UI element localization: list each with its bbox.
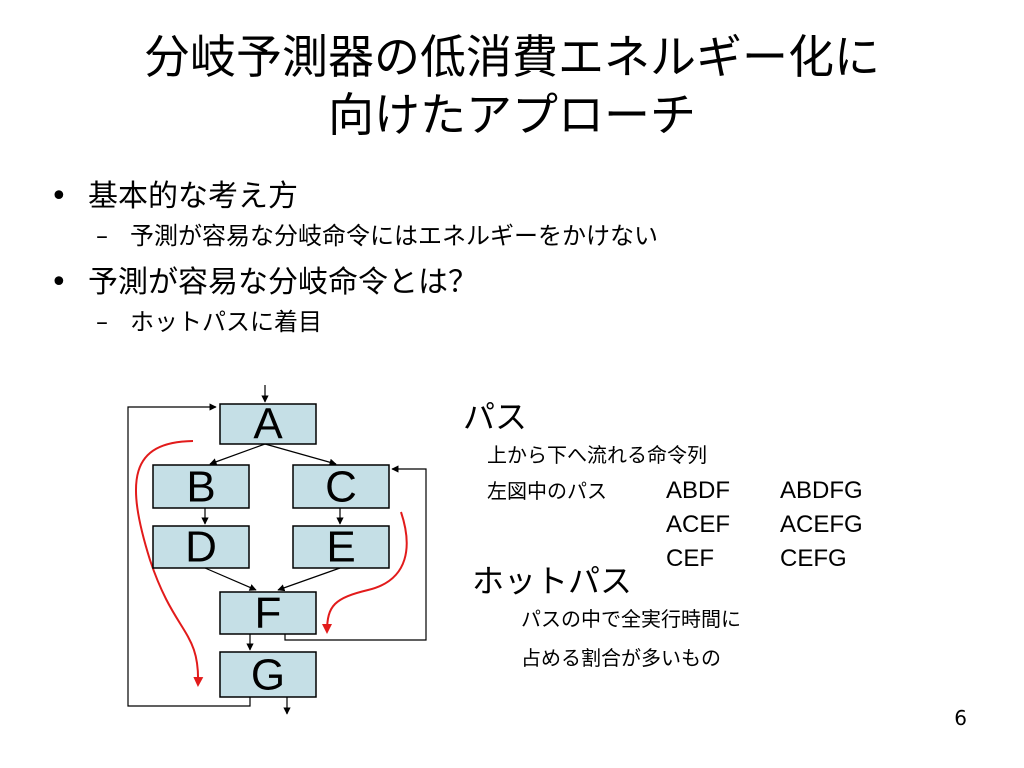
path-heading: パス (463, 398, 528, 436)
path-entry: ACEF (666, 511, 731, 538)
path-entry: ABDFG (780, 477, 863, 504)
path-list-col-1: ABDF ACEF CEF (666, 474, 730, 576)
sub-bullet-mark: – (96, 308, 108, 336)
edge-e-f (277, 567, 341, 592)
sub-bullet-item: – 予測が容易な分岐命令にはエネルギーをかけない (50, 218, 658, 254)
node-c-label: C (325, 463, 357, 512)
bullet-item: • 予測が容易な分岐命令とは？ (50, 262, 658, 304)
node-f-label: F (255, 589, 282, 638)
hot-path-description-line-2: 占める割合が多いもの (521, 646, 721, 670)
node-b: B (152, 463, 250, 512)
node-g-label: G (251, 651, 285, 700)
node-b-label: B (186, 463, 215, 512)
node-c: C (292, 463, 390, 512)
sub-bullet-text: 予測が容易な分岐命令にはエネルギーをかけない (130, 222, 658, 250)
node-g: G (219, 651, 317, 700)
node-e: E (292, 523, 390, 572)
node-d: D (152, 523, 250, 572)
path-entry: CEF (666, 545, 714, 572)
edges (127, 385, 427, 715)
title-line-1: 分岐予測器の低消費エネルギー化に (144, 30, 880, 84)
node-a: A (219, 400, 317, 449)
hot-path-arrow-left (134, 440, 204, 687)
bullet-mark: • (50, 179, 68, 214)
sub-bullet-item: – ホットパスに着目 (50, 304, 658, 340)
edge-a-b (209, 443, 266, 466)
node-e-label: E (326, 523, 355, 572)
edge-g-a-loop (127, 403, 251, 707)
bullet-item: • 基本的な考え方 (50, 176, 658, 218)
path-entry: ABDF (666, 477, 731, 504)
sub-bullet-mark: – (96, 222, 108, 250)
page-number: 6 (954, 706, 967, 730)
node-d-label: D (185, 523, 217, 572)
bullet-text: 基本的な考え方 (88, 179, 298, 214)
node-f: F (219, 589, 317, 638)
edge-f-c-loop (284, 465, 427, 641)
path-list-label: 左図中のパス (487, 479, 607, 503)
path-entry: CEFG (780, 545, 847, 572)
sub-bullet-text: ホットパスに着目 (130, 308, 322, 336)
bullet-mark: • (50, 265, 68, 300)
slide-title: 分岐予測器の低消費エネルギー化に 向けたアプローチ (0, 28, 1024, 144)
path-entry: ACEFG (780, 511, 863, 538)
hot-path-heading: ホットパス (472, 562, 633, 600)
bullet-list: • 基本的な考え方 – 予測が容易な分岐命令にはエネルギーをかけない • 予測が… (50, 176, 658, 348)
hot-path-description-line-1: パスの中で全実行時間に (521, 607, 741, 631)
edge-a-c (264, 443, 337, 466)
path-definition: 上から下へ流れる命令列 (487, 443, 707, 467)
bullet-text: 予測が容易な分岐命令とは？ (88, 265, 478, 300)
hot-path-arrow-right (322, 511, 408, 634)
title-line-2: 向けたアプローチ (328, 88, 696, 142)
edge-d-f (204, 567, 257, 591)
node-a-label: A (253, 400, 283, 449)
path-list-col-2: ABDFG ACEFG CEFG (780, 474, 863, 576)
